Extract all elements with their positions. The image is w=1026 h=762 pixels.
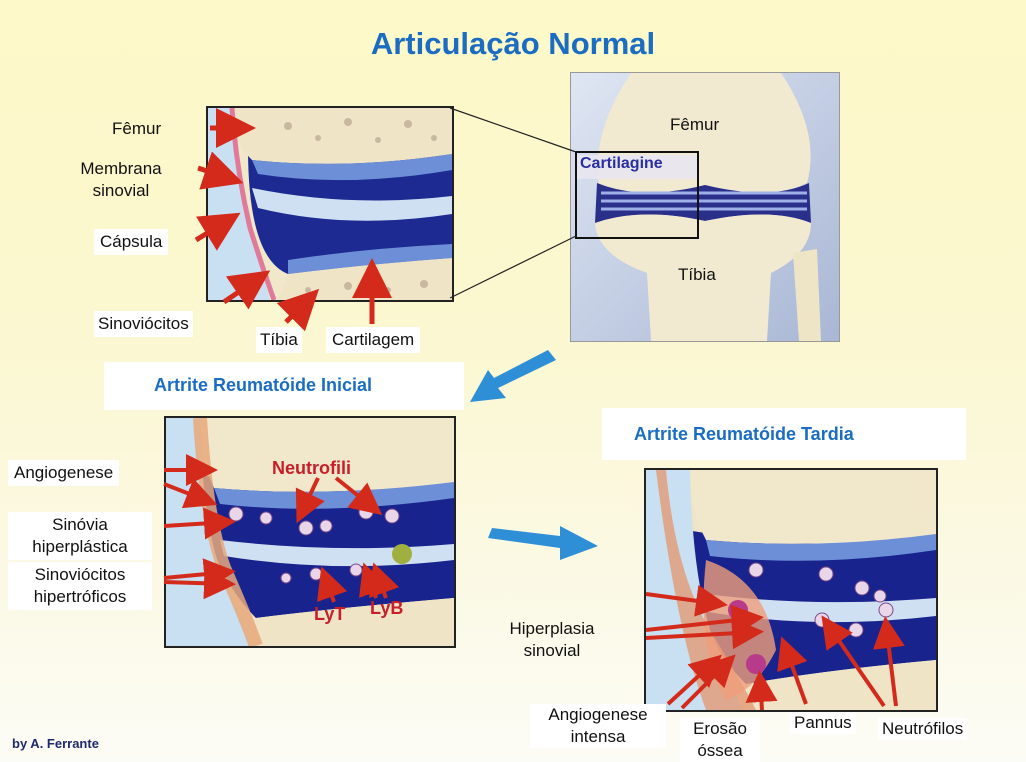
zoom-connector-top xyxy=(450,108,576,152)
zoom-connector-bottom xyxy=(450,236,576,298)
inicial-red-arrows xyxy=(164,470,386,602)
tardia-red-arrows xyxy=(646,594,896,710)
normal-red-arrows xyxy=(196,128,372,324)
blue-flow-arrows xyxy=(470,350,598,560)
